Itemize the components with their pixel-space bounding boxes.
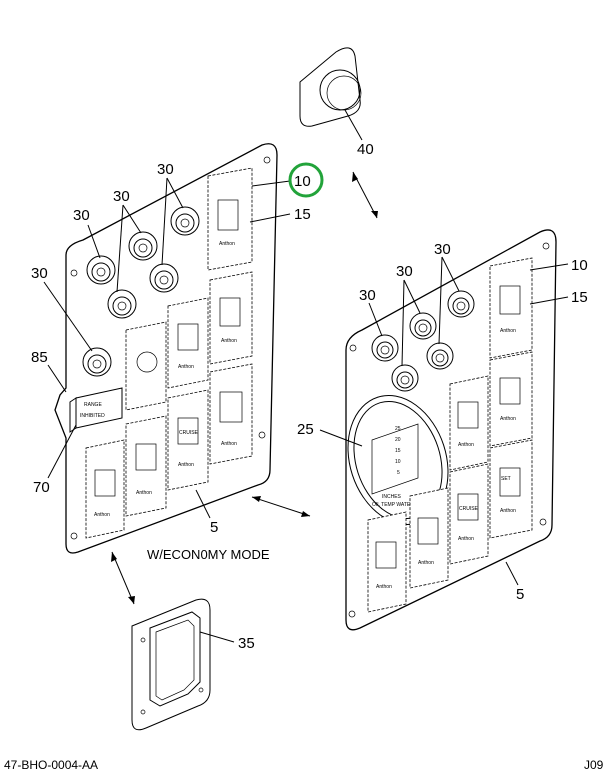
round-switch-knob [128,231,158,261]
svg-text:Anthon: Anthon [221,441,237,447]
callout-25: 25 [297,421,314,438]
mount-hole-icon [70,532,78,540]
rocker-switch-module: Anthon [125,415,167,517]
mount-hole-icon [258,431,266,439]
rocker-switch-module: Anthon [85,439,125,539]
leader-lines [43,109,569,643]
round-switch-knob [447,290,475,318]
mount-hole-icon [542,242,550,250]
round-switch-knob [371,334,399,362]
svg-text:Anthon: Anthon [458,536,474,542]
svg-text:INHIBITED: INHIBITED [80,413,105,419]
rocker-switch-module: Anthon [409,487,449,589]
svg-text:OIL TEMP WATER: OIL TEMP WATER [372,502,414,508]
svg-text:Anthon: Anthon [178,364,194,370]
round-switch-knob [149,263,179,293]
svg-text:25: 25 [395,426,401,432]
callout-5: 5 [516,586,524,603]
callout-15: 15 [294,206,311,223]
economy-mode-caption: W/ECON0MY MODE [147,547,270,562]
rocker-switch-module: Anthon [367,511,407,613]
callout-70: 70 [33,479,50,496]
rocker-switch-module: Anthon [489,257,533,359]
svg-text:Anthon: Anthon [500,328,516,334]
callout-30: 30 [434,241,451,258]
rocker-switch-module: Anthon [489,351,533,447]
svg-text:Anthon: Anthon [500,508,516,514]
callout-85: 85 [31,349,48,366]
rocker-switch-module [125,321,167,411]
callout-30: 30 [31,265,48,282]
callout-10: 10 [571,257,588,274]
rocker-switch-module: Anthon [209,271,253,365]
svg-text:Anthon: Anthon [94,512,110,518]
svg-text:Anthon: Anthon [500,416,516,422]
callout-30: 30 [73,207,90,224]
rocker-switch-module: Anthon [167,297,209,389]
right-dash-panel: 25 20 15 10 5 INCHES OIL TEMP WATER Anth… [345,229,557,631]
round-switch-knob [170,206,200,236]
figure-id: 47-BHO-0004-AA [4,758,98,772]
svg-text:5: 5 [397,470,400,476]
svg-text:Anthon: Anthon [418,560,434,566]
svg-text:SET: SET [501,476,511,482]
page-code: J09 [584,758,604,772]
svg-text:CRUISE: CRUISE [459,506,479,512]
svg-text:20: 20 [395,437,401,443]
mount-hole-icon [349,344,357,352]
rocker-switch-module: SET Anthon [489,439,533,539]
round-switch-knob [82,347,112,377]
callout-30: 30 [359,287,376,304]
callout-40: 40 [357,141,374,158]
svg-text:Anthon: Anthon [221,338,237,344]
round-switch-knob [107,289,137,319]
callout-35: 35 [238,635,255,652]
round-switch-knob [426,342,454,370]
round-switch-knob [391,364,419,392]
range-inhibited-label: RANGE INHIBITED [69,387,123,433]
gauge-bezel-part-40 [299,47,362,127]
svg-text:Anthon: Anthon [178,462,194,468]
double-arrow-icon [111,551,135,605]
round-switch-knob [409,312,437,340]
double-arrow-icon [251,496,311,517]
callout-5: 5 [210,519,218,536]
svg-text:Anthon: Anthon [136,490,152,496]
svg-text:Anthon: Anthon [376,584,392,590]
svg-text:Anthon: Anthon [458,442,474,448]
double-arrow-icon [352,171,378,219]
svg-text:Anthon: Anthon [219,241,235,247]
mount-hole-icon [263,156,271,164]
rocker-switch-module: Anthon [209,363,253,465]
mount-hole-icon [539,518,547,526]
svg-text:RANGE: RANGE [84,402,102,408]
svg-text:10: 10 [395,459,401,465]
rocker-switch-module: CRUISE Anthon [449,463,489,565]
rocker-switch-module: Anthon [449,375,489,471]
round-switch-knob [86,255,116,285]
callout-30: 30 [157,161,174,178]
svg-text:CRUISE: CRUISE [179,430,199,436]
callout-30: 30 [113,188,130,205]
svg-text:15: 15 [395,448,401,454]
callout-30: 30 [396,263,413,280]
rocker-switch-module: CRUISE Anthon [167,389,209,491]
highlight-circle-icon [288,162,324,198]
svg-text:INCHES: INCHES [382,494,402,500]
left-dash-panel: Anthon Anthon Anthon Anthon CRUISE Antho… [54,143,278,554]
rocker-switch-module: Anthon [207,167,253,271]
gauge-bezel-part-35 [131,598,211,731]
callout-15: 15 [571,289,588,306]
mount-hole-icon [348,610,356,618]
callout-10: 10 [294,173,311,190]
mount-hole-icon [70,269,78,277]
